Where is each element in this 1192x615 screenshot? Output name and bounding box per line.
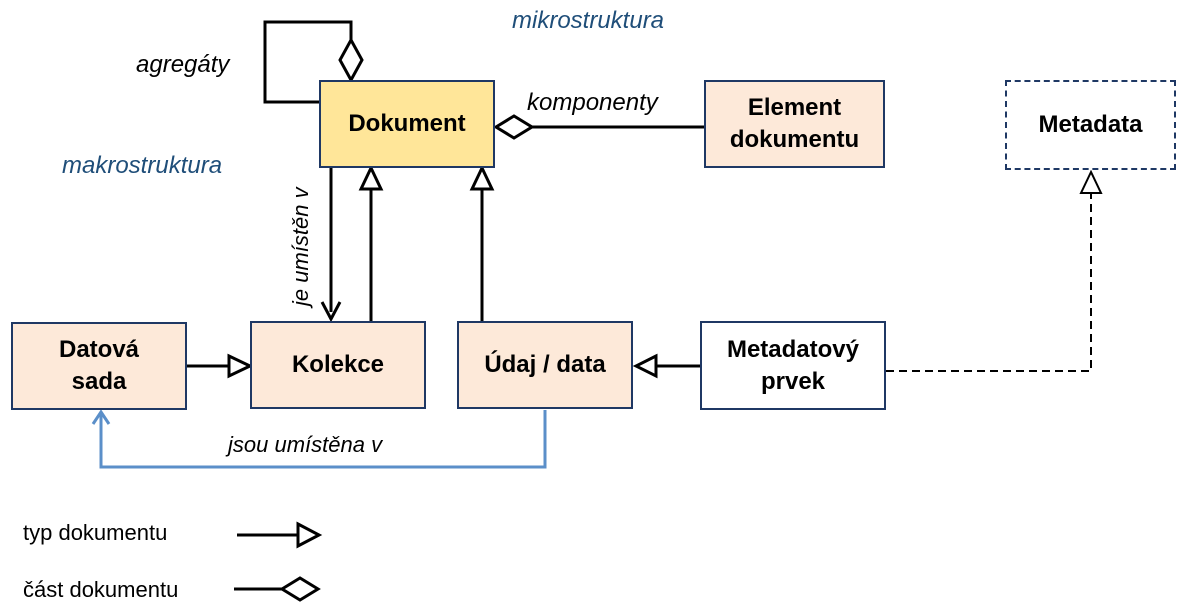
prvek-udaj-arrowhead (632, 353, 658, 379)
prvek-metadata-line (886, 193, 1092, 372)
node-metadatovy-prvek: Metadatový prvek (700, 321, 886, 410)
legend-cast-dokumentu: část dokumentu (23, 577, 179, 602)
label-mikrostruktura: mikrostruktura (512, 7, 665, 34)
node-datova-sada-label: Datová sada (58, 336, 140, 395)
node-dokument: Dokument (319, 80, 495, 168)
label-je-umisten-v: je umístěn v (288, 187, 313, 306)
label-jsou-umistena-v: jsou umístěna v (228, 432, 383, 457)
jsou-umistena-arrowhead (91, 409, 111, 425)
udaj-dokument-arrowhead (469, 164, 495, 191)
label-komponenty: komponenty (527, 89, 658, 116)
metadata-arrowhead (1079, 169, 1103, 194)
kolekce-dokument-arrowhead (358, 164, 384, 191)
datova-kolekce-arrowhead (227, 353, 254, 379)
agregaty-diamond (338, 36, 364, 84)
je-umisten-arrowhead (320, 301, 342, 323)
label-agregaty: agregáty (136, 51, 230, 78)
jsou-umistena-line (99, 410, 547, 469)
legend-typ-dokumentu: typ dokumentu (23, 520, 168, 545)
legend-typ-arrowhead (296, 521, 323, 549)
node-element-dokumentu-label: Element dokumentu (729, 94, 860, 153)
label-makrostruktura: makrostruktura (62, 152, 223, 179)
node-element-dokumentu: Element dokumentu (704, 80, 885, 168)
komponenty-diamond (493, 114, 535, 140)
node-metadata: Metadata (1005, 80, 1176, 170)
node-kolekce: Kolekce (250, 321, 426, 409)
node-metadatovy-prvek-label: Metadatový prvek (726, 335, 860, 395)
legend-cast-diamond (279, 576, 321, 602)
agregaty-loop-line (263, 20, 353, 104)
node-udaj-data: Údaj / data (457, 321, 633, 409)
node-datova-sada: Datová sada (11, 322, 187, 410)
